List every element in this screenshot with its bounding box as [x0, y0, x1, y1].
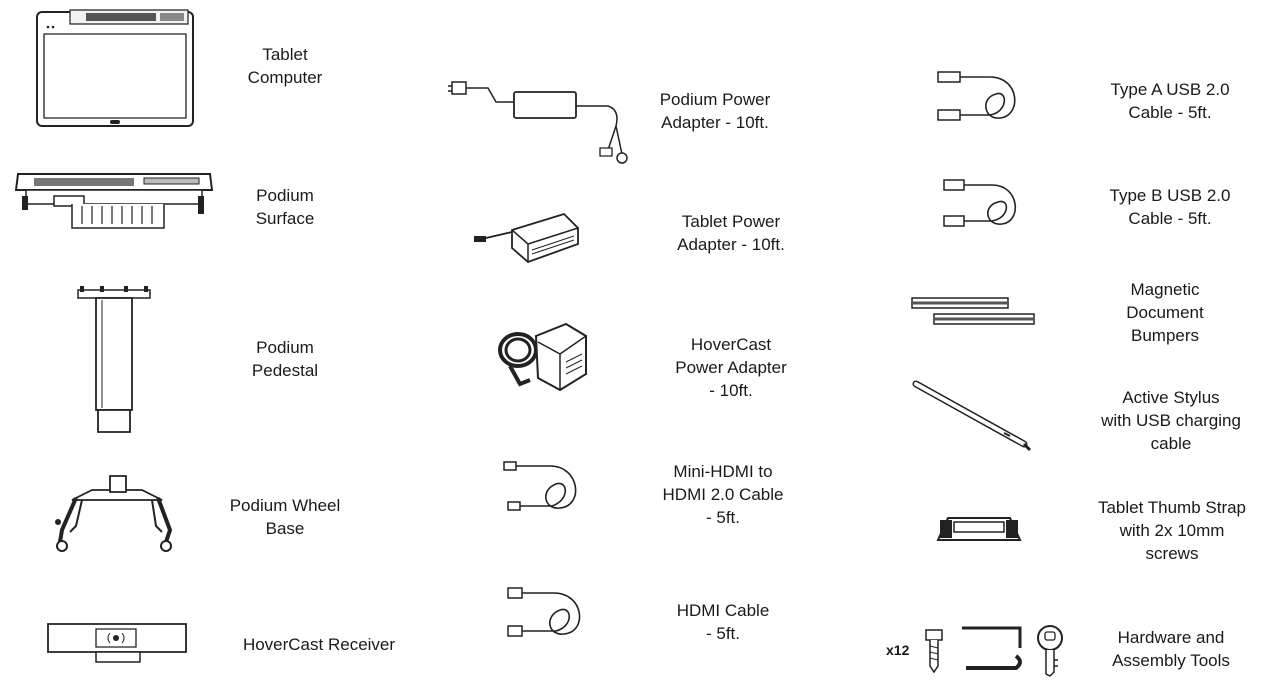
mini-hdmi-cable-illustration	[500, 456, 586, 516]
hovercast-power-adapter-illustration	[496, 318, 590, 396]
hdmi-cable-illustration	[504, 584, 590, 642]
label-hovercast-receiver: HoverCast Receiver	[242, 635, 396, 654]
podium-wheel-base-illustration	[55, 470, 184, 554]
thumb-strap-illustration	[934, 514, 1024, 544]
tablet-computer-illustration	[36, 8, 194, 128]
label-hdmi-cable: HDMI Cable- 5ft.	[676, 601, 770, 643]
podium-surface-illustration	[14, 166, 214, 234]
tablet-power-adapter-illustration	[472, 210, 582, 268]
hardware-tools-illustration	[920, 622, 1070, 678]
active-stylus-illustration	[912, 380, 1036, 456]
hardware-quantity: x12	[886, 642, 910, 658]
usb-b-cable-illustration	[940, 174, 1024, 232]
podium-pedestal-illustration	[76, 286, 154, 436]
hovercast-receiver-illustration	[46, 620, 188, 666]
usb-a-cable-illustration	[934, 66, 1024, 126]
magnetic-bumpers-illustration	[908, 294, 1038, 330]
podium-power-adapter-illustration	[448, 78, 630, 166]
